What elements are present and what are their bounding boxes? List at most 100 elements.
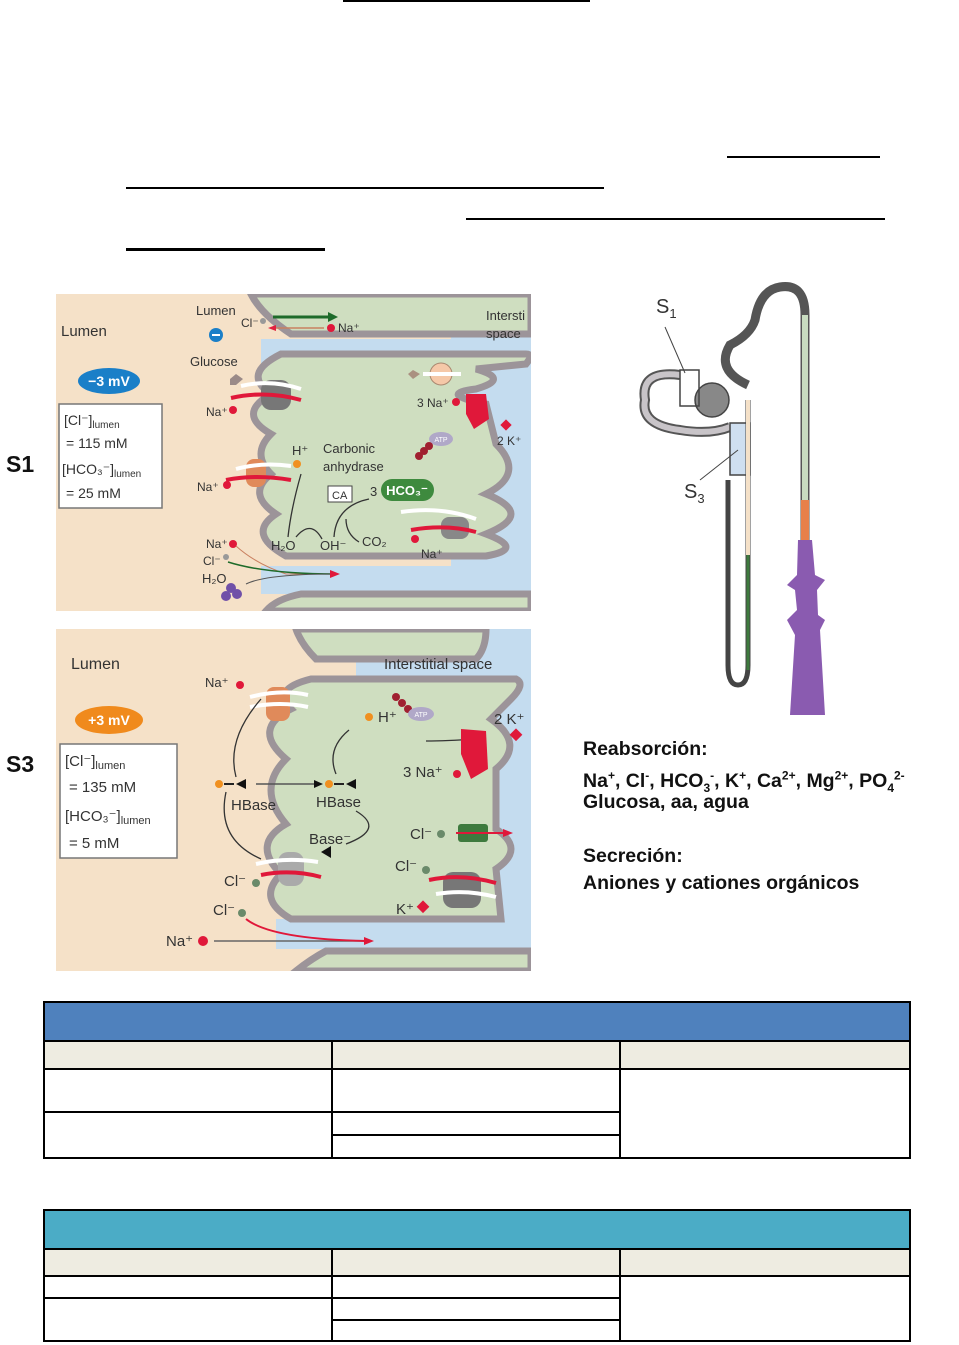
- table-subheader: [43, 1248, 333, 1277]
- ion-cl-exchanger: Cl⁻: [224, 873, 246, 890]
- conc-cl-label: [Cl⁻]lumen: [64, 412, 120, 431]
- ion-k: K⁺: [396, 901, 414, 918]
- phosphate-dot: [392, 693, 400, 701]
- s3-transport-diagram: Lumen Interstitial space +3 mV [Cl⁻]lume…: [56, 629, 531, 971]
- hco3-exit-arrow: [400, 508, 477, 521]
- ion-cl-channel: Cl⁻: [410, 826, 432, 843]
- table-cell: [619, 1275, 912, 1342]
- co2-label: CO₂: [362, 534, 387, 549]
- cell-bottom-neighbor: [290, 947, 531, 971]
- conc-hco3-label: [HCO₃⁻]lumen: [65, 808, 151, 827]
- ion-na-apical: Na⁺: [205, 675, 228, 690]
- cell-body: [250, 350, 531, 560]
- table-subheader: [331, 1040, 621, 1070]
- ion-na-bottom: Na⁺: [206, 537, 228, 551]
- na-dot: [223, 481, 231, 489]
- conc-hco3-label: [HCO₃⁻]lumen: [62, 461, 141, 480]
- base-triangle-icon: [321, 846, 331, 858]
- reaction-arrow: [295, 527, 323, 540]
- lumen-label: Lumen: [61, 323, 107, 340]
- table-subheader: [618, 1040, 912, 1070]
- h-dot: [293, 460, 301, 468]
- h-dot: [325, 780, 333, 788]
- blank-line-2: [126, 187, 604, 189]
- lumen-label-small: Lumen: [196, 303, 236, 318]
- s1-diagram-svg: Lumen Lumen Intersti space −3 mV [Cl⁻]lu…: [56, 294, 531, 611]
- ca-box: [327, 485, 353, 503]
- table-cell: [619, 1068, 912, 1159]
- table-subheader: [618, 1248, 912, 1277]
- collecting-duct: [787, 540, 825, 715]
- atp-label: ATP: [414, 712, 427, 719]
- s1-transport-diagram: Lumen Lumen Intersti space −3 mV [Cl⁻]lu…: [56, 294, 531, 611]
- hco3-badge: [381, 479, 434, 501]
- conc-cl-label: [Cl⁻]lumen: [65, 753, 125, 772]
- table-header: [42, 1001, 912, 1042]
- hbase-lumen-label: HBase: [231, 797, 276, 814]
- ion-na-paracellular: Na⁺: [166, 933, 193, 950]
- conc-hco3-value: = 25 mM: [66, 485, 121, 501]
- arrowhead-icon: [330, 570, 340, 578]
- reabsorption-ions: Na+, Cl-, HCO3-, K+, Ca2+, Mg2+, PO42-: [583, 768, 905, 795]
- atp-icon: [429, 432, 453, 446]
- reaction-arrow: [345, 810, 370, 845]
- ion-na-nbc: Na⁺: [421, 547, 443, 561]
- two-k-label: 2 K⁺: [494, 711, 524, 728]
- table-cell: [43, 1111, 333, 1159]
- intercellular-space-bottom: [261, 566, 531, 594]
- ion-item: PO42-: [859, 768, 905, 795]
- potential-badge-text: −3 mV: [88, 373, 130, 389]
- glucose-molecule-icon: [230, 374, 243, 385]
- potential-badge: [75, 706, 143, 734]
- na-flux-arrow: [225, 475, 292, 482]
- glucose-molecule-icon: [408, 370, 420, 379]
- phosphate-dot: [425, 442, 433, 450]
- potential-badge-text: +3 mV: [88, 712, 130, 728]
- reaction-arrow: [287, 473, 302, 538]
- s1-highlight-box: [679, 369, 700, 407]
- cl-paracellular-path: [245, 918, 367, 942]
- ion-item: Mg2+: [806, 768, 849, 792]
- interstitial-label-1: Intersti: [486, 308, 525, 323]
- s3-diagram-svg: Lumen Interstitial space +3 mV [Cl⁻]lume…: [56, 629, 531, 971]
- table-cell: [43, 1275, 333, 1299]
- reabsorption-title: Reabsorción:: [583, 738, 708, 760]
- cell-top-neighbor: [292, 629, 490, 663]
- table-subheader: [331, 1248, 621, 1277]
- atp-icon: [408, 707, 434, 721]
- s3-pointer-line: [699, 449, 739, 481]
- pct-lumen: [641, 371, 732, 435]
- cl-dot: [437, 830, 445, 838]
- na-dot: [452, 398, 460, 406]
- ion-h: H⁺: [292, 443, 308, 458]
- ion-cl-paracellular: Cl⁻: [213, 902, 235, 919]
- potential-badge: [78, 368, 140, 394]
- cl-base-exchanger-icon: [278, 852, 304, 886]
- interstitial-label-2: space: [486, 326, 521, 341]
- conc-hco3-value: = 5 mM: [69, 835, 119, 852]
- carbonic-label-1: Carbonic: [323, 441, 376, 456]
- hco3-count: 3: [370, 484, 377, 499]
- hbase-cell-label: HBase: [316, 794, 361, 811]
- reabsorption-other: Glucosa, aa, agua: [583, 791, 749, 813]
- table-cell: [331, 1275, 621, 1299]
- blank-line-4: [126, 248, 325, 251]
- base-triangle-icon: [346, 779, 356, 789]
- nephron-label-s1: S1: [656, 296, 677, 321]
- arrowhead-icon: [268, 325, 276, 331]
- segment-label-s1: S1: [6, 451, 35, 477]
- cl-dot: [252, 879, 260, 887]
- summary-table-1: [42, 1001, 912, 1159]
- table-cell: [331, 1297, 621, 1321]
- phosphate-dot: [398, 699, 406, 707]
- reaction-arrow: [233, 698, 262, 778]
- glucose-label: Glucose: [190, 354, 238, 369]
- oh-label: OH⁻: [320, 538, 346, 553]
- na-flux-arrow: [230, 392, 302, 402]
- ion-item: Ca2+: [756, 768, 796, 792]
- na-dot: [236, 681, 244, 689]
- three-na-label: 3 Na⁺: [403, 764, 443, 781]
- table-header: [42, 1209, 912, 1250]
- reaction-arrow: [332, 729, 350, 775]
- segment-label-s3: S3: [6, 751, 35, 777]
